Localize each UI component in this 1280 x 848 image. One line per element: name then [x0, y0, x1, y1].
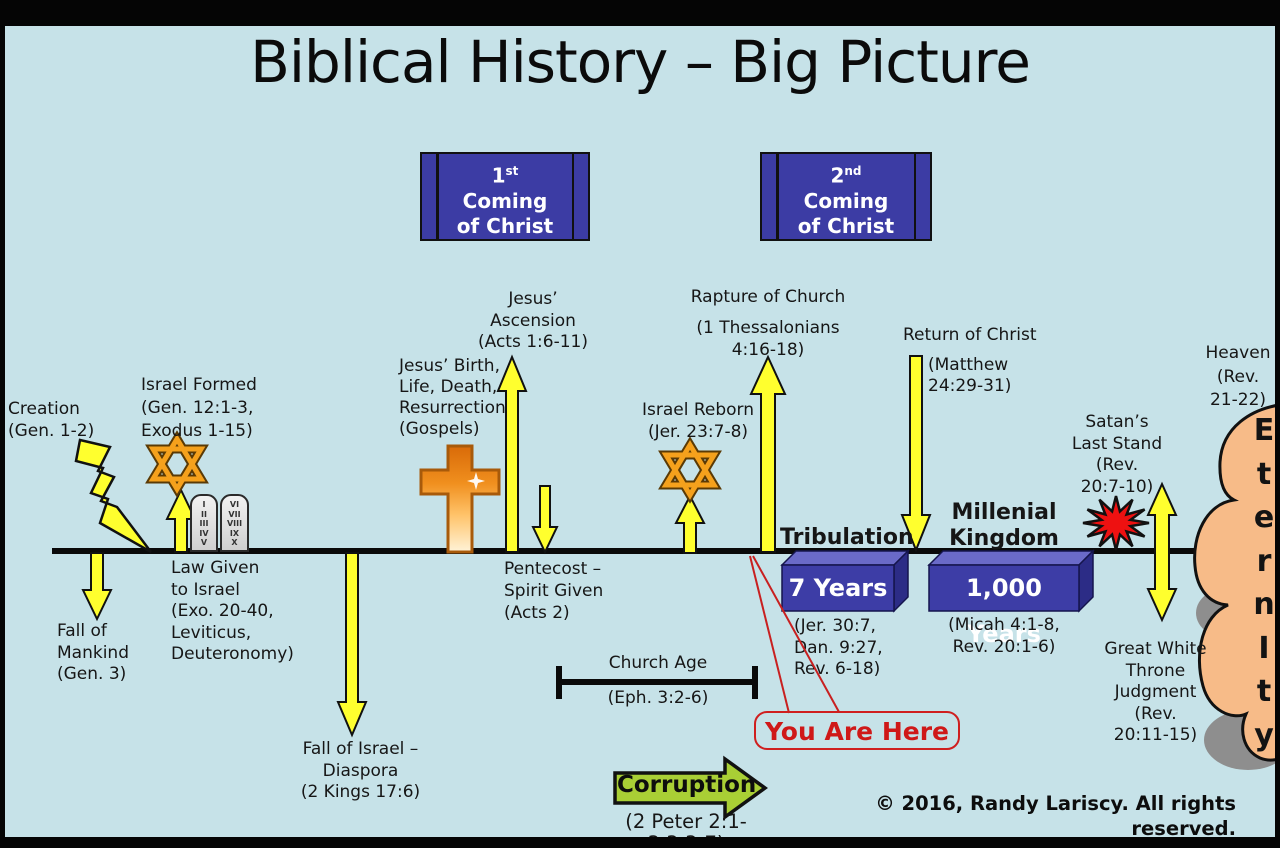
rapture-title: Rapture of Church — [690, 287, 846, 307]
coming-text: Coming of Christ — [797, 188, 895, 238]
film-divider — [571, 154, 574, 239]
commandments-tablet: VI VII VIII IX X — [220, 494, 249, 552]
second-coming-label: 2nd Coming of Christ — [780, 159, 912, 239]
great-white-throne-label: Great White Throne Judgment (Rev. 20:11-… — [1104, 639, 1207, 745]
cross-icon — [419, 444, 501, 554]
page-title: Biblical History – Big Picture — [250, 28, 1031, 96]
tribulation-label: Tribulation — [780, 525, 914, 550]
ascension-label: Jesus’ Ascension (Acts 1:6-11) — [478, 289, 588, 352]
return-of-christ-title: Return of Christ — [903, 325, 1037, 345]
timeline-axis — [52, 548, 1198, 554]
film-divider — [776, 154, 779, 239]
satans-last-stand-label: Satan’s Last Stand (Rev. 20:7-10) — [1071, 412, 1163, 497]
jesus-birth-label: Jesus’ Birth, Life, Death, Resurrection … — [399, 356, 506, 439]
first-coming-box: 1st Coming of Christ — [420, 152, 590, 241]
creation-label: Creation (Gen. 1-2) — [8, 399, 95, 441]
second-coming-box: 2nd Coming of Christ — [760, 152, 932, 241]
first-coming-label: 1st Coming of Christ — [440, 159, 570, 239]
starburst-icon — [1082, 495, 1150, 551]
pentecost-label: Pentecost – Spirit Given (Acts 2) — [504, 559, 604, 623]
coming-ordinal: nd — [844, 164, 862, 178]
double-arrow — [1146, 481, 1178, 623]
down-arrow — [531, 485, 559, 555]
corruption-arrow — [613, 755, 768, 821]
bracket-cap — [556, 666, 562, 699]
rapture-ref: (1 Thessalonians 4:16-18) — [696, 318, 840, 360]
church-age-title: Church Age — [608, 653, 708, 673]
heaven-label: Heaven (Rev. 21-22) — [1205, 343, 1271, 410]
eternity-label: E t e r n I t y — [1253, 413, 1275, 753]
you-are-here-callout: You Are Here — [754, 711, 960, 750]
down-arrow — [81, 552, 113, 622]
coming-number: 1 — [491, 163, 506, 188]
coming-ordinal: st — [505, 164, 519, 178]
coming-number: 2 — [830, 163, 845, 188]
star-of-david-icon — [658, 436, 722, 504]
frame-right — [1275, 0, 1280, 848]
coming-text: Coming of Christ — [456, 188, 554, 238]
lightning-bolt-icon — [74, 438, 152, 554]
millenial-kingdom-label: Millenial Kingdom — [949, 500, 1059, 551]
thousand-years-label: 1,000 Years — [966, 574, 1042, 648]
eternity-cloud — [1193, 403, 1280, 770]
church-age-bracket — [558, 679, 758, 685]
commandments-tablet: I II III IV V — [190, 494, 218, 552]
millenial-ref: (Micah 4:1-8, Rev. 20:1-6) — [948, 615, 1060, 657]
law-given-label: Law Given to Israel (Exo. 20-40, Levitic… — [171, 558, 294, 664]
up-arrow — [496, 354, 528, 553]
film-divider — [913, 154, 916, 239]
thousand-years-box — [927, 549, 1095, 613]
star-of-david-icon — [145, 430, 209, 498]
frame-top — [0, 0, 1280, 26]
fall-of-israel-label: Fall of Israel – Diaspora (2 Kings 17:6) — [300, 739, 421, 802]
church-age-ref: (Eph. 3:2-6) — [607, 688, 709, 708]
frame-bottom — [0, 837, 1280, 848]
corruption-label: Corruption — [617, 772, 757, 798]
israel-formed-label: Israel Formed (Gen. 12:1-3, Exodus 1-15) — [141, 375, 257, 441]
up-arrow — [674, 493, 706, 554]
tribulation-ref: (Jer. 30:7, Dan. 9:27, Rev. 6-18) — [794, 616, 883, 679]
seven-years-label: 7 Years — [788, 574, 888, 602]
israel-reborn-label: Israel Reborn (Jer. 23:7-8) — [641, 400, 755, 442]
down-arrow — [336, 552, 368, 738]
frame-left — [0, 0, 5, 848]
film-divider — [436, 154, 439, 239]
return-of-christ-ref: (Matthew 24:29-31) — [928, 355, 1012, 396]
down-arrow — [900, 355, 932, 553]
up-arrow — [749, 354, 787, 553]
fall-of-mankind-label: Fall of Mankind (Gen. 3) — [57, 621, 129, 684]
